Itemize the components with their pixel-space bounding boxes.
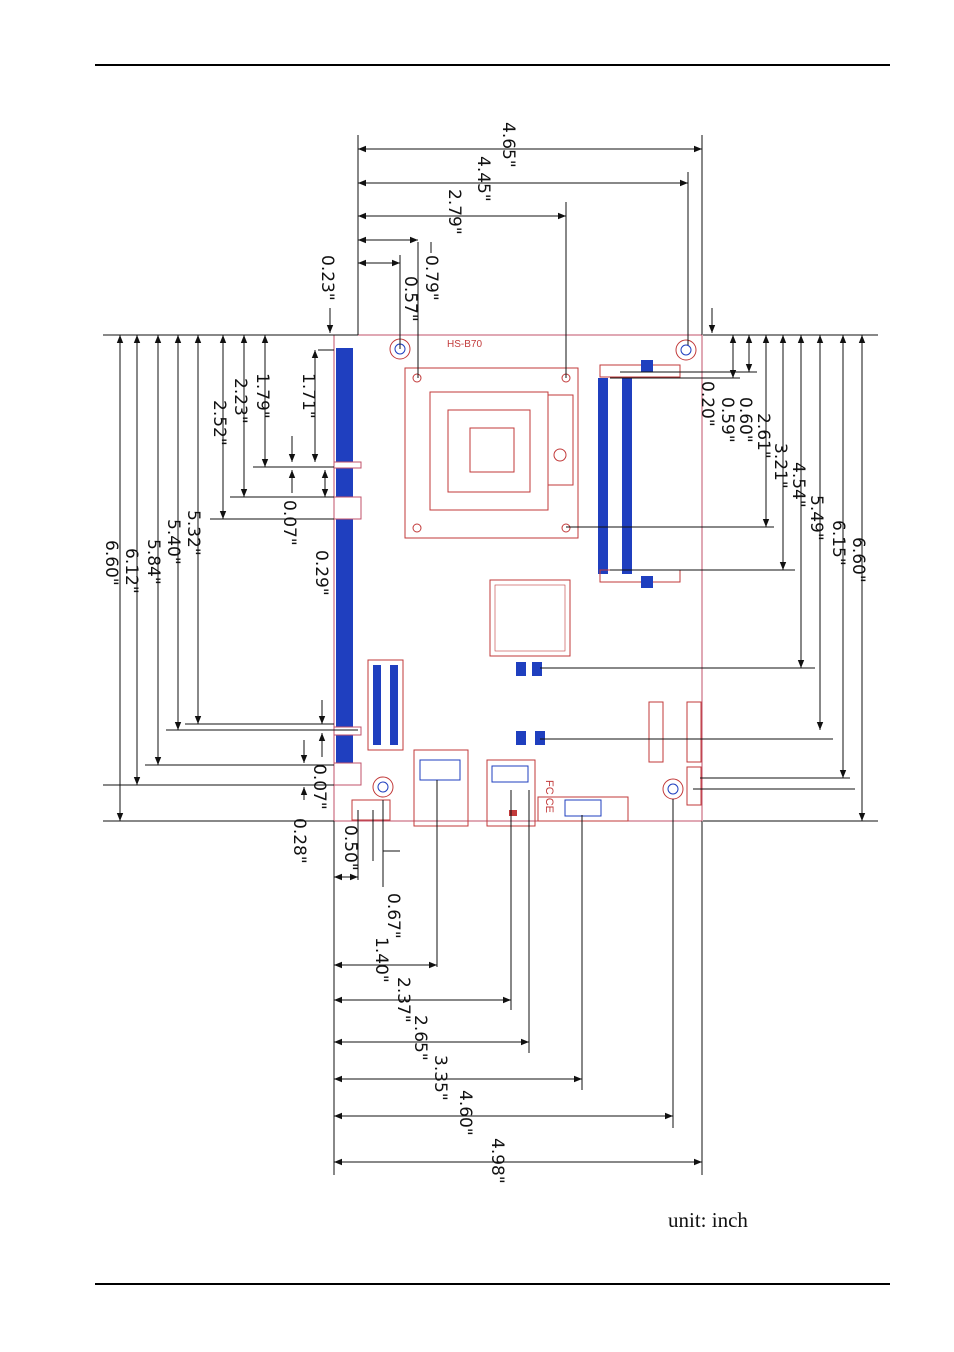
pin-header-3 [686, 766, 702, 806]
mounting-hole-bottom-right [662, 778, 684, 800]
dim-left-023: 0.23" [317, 255, 337, 301]
dim-top-057: 0.57" [400, 276, 420, 322]
dim-bot-050: 0.50" [340, 825, 360, 871]
pin-header-1 [648, 701, 664, 763]
dim-right-549: 5.49" [806, 495, 826, 541]
dimension-labels: 4.65" 4.45" 2.79" 0.79" 0.57" 0.23" 1.71… [101, 122, 868, 1184]
dim-left-540: 5.40" [163, 519, 183, 565]
dim-left-179: 1.79" [252, 373, 272, 419]
dim-left-007a: 0.07" [279, 500, 299, 546]
dim-left-612: 6.12" [121, 548, 141, 594]
dimension-lines [103, 135, 878, 1175]
sodimm-slots [598, 360, 681, 588]
dim-right-060: 0.60" [735, 397, 755, 443]
dim-right-020: 0.20" [697, 381, 717, 427]
cert-marks: FC CE [543, 780, 555, 813]
footer-rule [95, 1283, 890, 1285]
io-vga [537, 796, 629, 822]
pin-header-2 [686, 701, 702, 763]
dim-left-532: 5.32" [183, 510, 203, 556]
dim-right-454: 4.54" [788, 462, 808, 508]
dim-left-171: 1.71" [298, 373, 318, 419]
dim-left-028: 0.28" [289, 818, 309, 864]
mini-pcie-slot [367, 659, 404, 751]
io-usb [351, 799, 391, 821]
unit-label: unit: inch [668, 1208, 748, 1232]
dim-bot-335: 3.35" [430, 1055, 450, 1101]
dim-bot-237: 2.37" [393, 977, 413, 1023]
mounting-hole-bottom-left [372, 776, 394, 798]
edge-connector [336, 348, 353, 728]
edge-connector-lower [336, 735, 353, 763]
dim-right-321: 3.21" [770, 443, 790, 489]
header-rule [95, 64, 890, 66]
dim-top-445: 4.45" [473, 156, 493, 202]
chipset [489, 579, 571, 657]
dim-bot-498: 4.98" [487, 1138, 507, 1184]
component-u4 [535, 731, 545, 745]
dim-left-007b: 0.07" [309, 764, 329, 810]
dim-left-252: 2.52" [209, 400, 229, 446]
dim-left-660: 6.60" [101, 540, 121, 586]
board: HS-B70 [333, 334, 703, 827]
component-u3 [516, 731, 526, 745]
dim-bot-460: 4.60" [455, 1090, 475, 1136]
dim-bot-265: 2.65" [410, 1015, 430, 1061]
component-u1 [516, 662, 526, 676]
dim-bot-140: 1.40" [371, 937, 391, 983]
dim-top-465: 4.65" [498, 122, 518, 168]
dim-right-615: 6.15" [828, 520, 848, 566]
dim-left-029: 0.29" [311, 550, 331, 596]
dim-left-584: 5.84" [143, 539, 163, 585]
dim-right-660: 6.60" [848, 537, 868, 583]
dim-right-261: 2.61" [753, 413, 773, 459]
dim-bot-067: 0.67" [383, 893, 403, 939]
dim-top-279: 2.79" [444, 189, 464, 235]
io-lan-1 [413, 749, 469, 827]
dim-left-223: 2.23" [230, 378, 250, 424]
dim-right-059: 0.59" [717, 397, 737, 443]
board-outline [333, 334, 703, 822]
cpu-socket [404, 367, 579, 539]
dim-top-079: 0.79" [421, 255, 441, 301]
mounting-hole-top-right [675, 339, 697, 361]
component-u2 [532, 662, 542, 676]
board-model-label: HS-B70 [447, 339, 482, 350]
